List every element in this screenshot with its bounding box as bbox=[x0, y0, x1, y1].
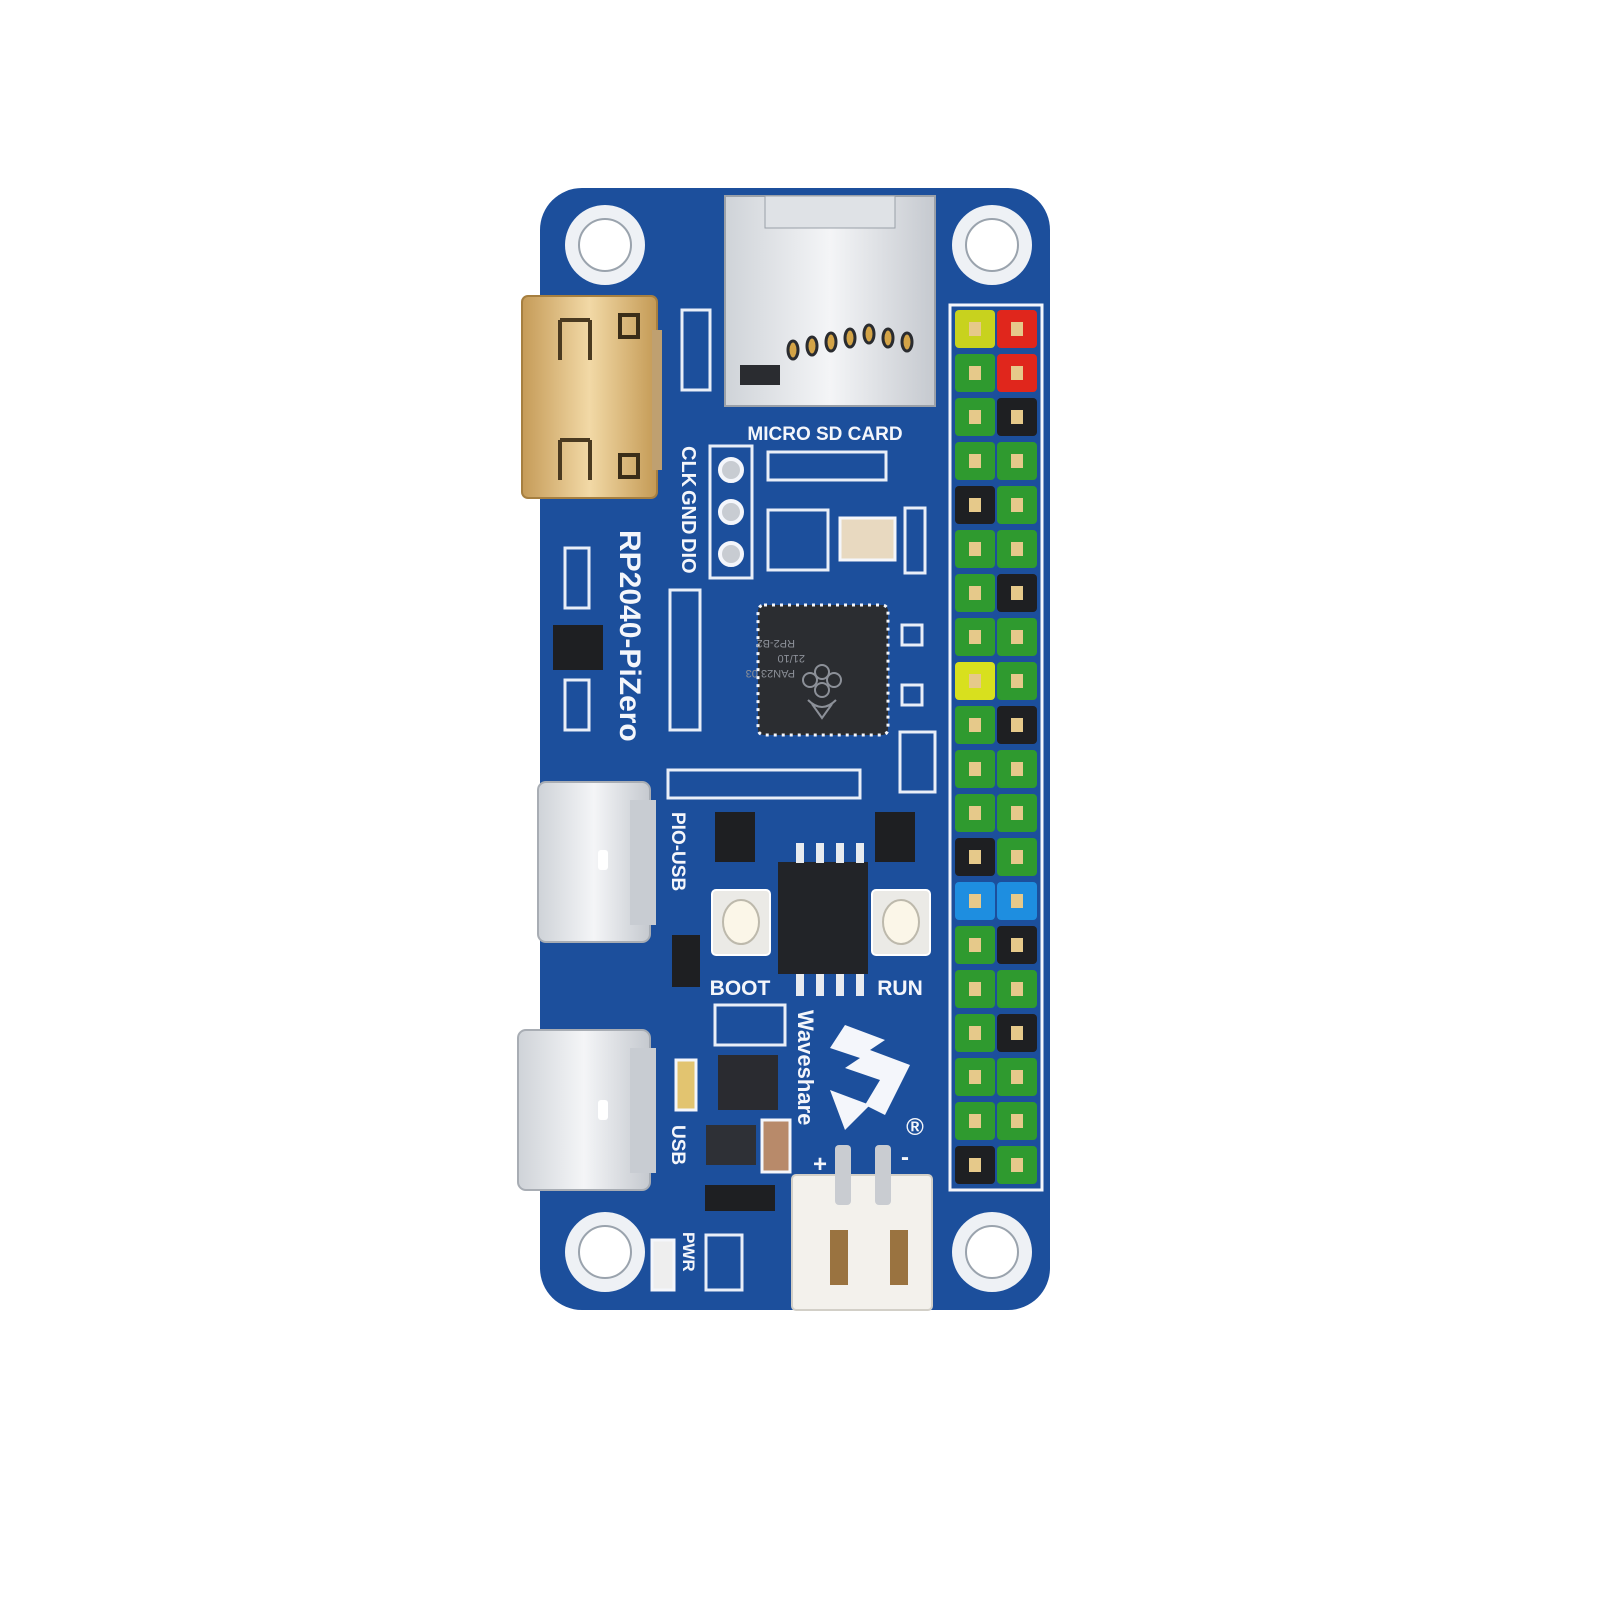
boot-button[interactable] bbox=[711, 889, 771, 956]
gpio-pin-tip bbox=[969, 718, 981, 732]
pwr-label: PWR bbox=[679, 1232, 698, 1272]
gpio-pin-tip bbox=[1011, 894, 1023, 908]
mounting-holes bbox=[565, 205, 1032, 1292]
gpio-pin-tip bbox=[969, 982, 981, 996]
gpio-pin-tip bbox=[969, 1070, 981, 1084]
gpio-pin-tip bbox=[969, 410, 981, 424]
gpio-pin-tip bbox=[1011, 322, 1023, 336]
run-label: RUN bbox=[877, 977, 923, 1000]
brand-label: Waveshare bbox=[793, 1010, 818, 1125]
gpio-pin-tip bbox=[969, 850, 981, 864]
gpio-pin-tip bbox=[1011, 762, 1023, 776]
boot-label: BOOT bbox=[710, 977, 771, 1000]
gpio-pin-tip bbox=[1011, 586, 1023, 600]
gpio-pin-tip bbox=[969, 938, 981, 952]
flash-chip-pins bbox=[796, 843, 864, 996]
pcb-board bbox=[540, 188, 1050, 1310]
gpio-pin-tip bbox=[969, 1026, 981, 1040]
run-button[interactable] bbox=[871, 889, 931, 956]
gpio-pin-tip bbox=[969, 542, 981, 556]
gpio-pin-tip bbox=[1011, 542, 1023, 556]
gpio-pin-tip bbox=[969, 1158, 981, 1172]
gpio-pin-tip bbox=[1011, 850, 1023, 864]
gpio-pin-tip bbox=[1011, 366, 1023, 380]
dio-label: DIO bbox=[677, 538, 699, 574]
gpio-pin-tip bbox=[1011, 938, 1023, 952]
gpio-pin-tip bbox=[1011, 1070, 1023, 1084]
gpio-pin-tip bbox=[1011, 1158, 1023, 1172]
gpio-pin-tip bbox=[969, 630, 981, 644]
minus-label: - bbox=[901, 1144, 909, 1171]
gpio-pin-tip bbox=[969, 586, 981, 600]
gpio-pin-tip bbox=[1011, 630, 1023, 644]
chip-marking-line1: RP2-B2 bbox=[756, 637, 795, 649]
gpio-pin-tip bbox=[1011, 498, 1023, 512]
gpio-pin-tip bbox=[969, 498, 981, 512]
registered-mark: ® bbox=[906, 1114, 924, 1141]
pio-usb-c-port[interactable] bbox=[537, 781, 656, 943]
usb-label: USB bbox=[667, 1125, 688, 1165]
clk-label: CLK bbox=[677, 446, 699, 488]
gpio-pin-tip bbox=[1011, 806, 1023, 820]
gpio-pin-tip bbox=[969, 366, 981, 380]
plus-label: + bbox=[813, 1151, 827, 1178]
raspberry-logo-icon bbox=[802, 664, 842, 720]
rp2040-chip: RP2-B2 21/10 PAN23.03 bbox=[746, 603, 890, 737]
gpio-pin-tip bbox=[1011, 410, 1023, 424]
gpio-pin-tip bbox=[969, 762, 981, 776]
chip-marking-line3: PAN23.03 bbox=[746, 667, 795, 679]
gpio-pin-tip bbox=[969, 674, 981, 688]
gpio-pin-tip bbox=[1011, 982, 1023, 996]
gpio-pin-tip bbox=[969, 322, 981, 336]
flash-chip bbox=[778, 862, 868, 974]
passive-components bbox=[553, 308, 937, 1292]
gnd-label: GND bbox=[677, 490, 699, 534]
board-name-label: RP2040-PiZero bbox=[613, 530, 646, 742]
battery-connector[interactable] bbox=[791, 1145, 933, 1311]
gpio-pin-tip bbox=[1011, 718, 1023, 732]
mini-hdmi-port[interactable] bbox=[521, 295, 662, 499]
gpio-pin-tip bbox=[1011, 454, 1023, 468]
swd-header bbox=[708, 444, 754, 580]
gpio-pin-tip bbox=[969, 894, 981, 908]
gpio-pin-tip bbox=[969, 806, 981, 820]
sd-card-label: MICRO SD CARD bbox=[747, 424, 902, 445]
gpio-pin-tip bbox=[969, 454, 981, 468]
chip-marking-line2: 21/10 bbox=[777, 652, 805, 664]
gpio-header[interactable] bbox=[948, 303, 1044, 1192]
micro-sd-slot bbox=[724, 195, 936, 407]
usb-c-port[interactable] bbox=[517, 1029, 656, 1191]
gpio-pin-tip bbox=[1011, 674, 1023, 688]
waveshare-logo-icon bbox=[830, 1025, 910, 1130]
pio-usb-label: PIO-USB bbox=[667, 812, 688, 891]
gpio-pin-tip bbox=[969, 1114, 981, 1128]
gpio-pin-tip bbox=[1011, 1026, 1023, 1040]
gpio-pin-tip bbox=[1011, 1114, 1023, 1128]
